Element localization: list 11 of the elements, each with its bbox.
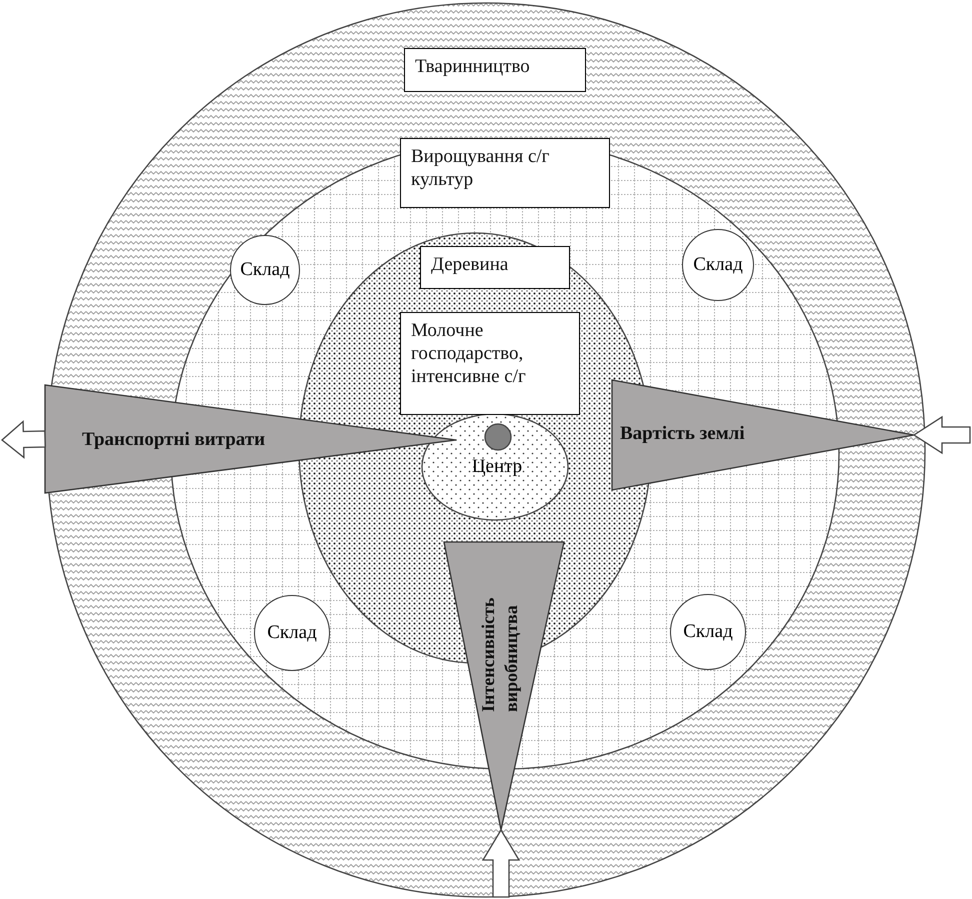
block-arrow <box>912 416 971 454</box>
wedge-label: Вартість землі <box>620 422 745 446</box>
center-label: Центр <box>470 455 524 479</box>
zone-label: Деревина <box>420 246 570 289</box>
block-arrow <box>0 420 46 459</box>
zone-label: Тваринництво <box>404 48 586 92</box>
zone-label: Молочне господарство, інтенсивне с/г <box>400 312 580 415</box>
zone-label: Вирощування с/г культур <box>400 138 610 208</box>
block-arrow <box>482 828 520 898</box>
wedge-label: Інтенсивність виробництва <box>477 596 522 712</box>
wedge-label: Транспортні витрати <box>82 428 266 452</box>
